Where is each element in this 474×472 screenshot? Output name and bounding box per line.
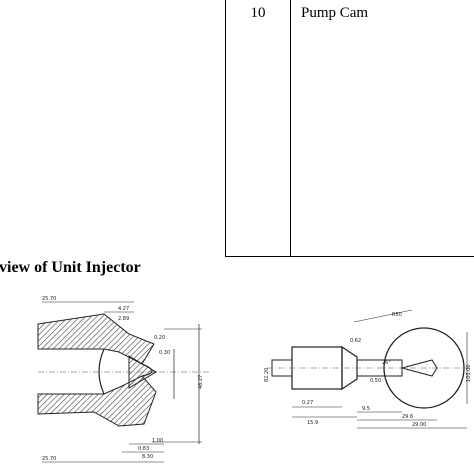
nozzle-section-drawing: 25.70 4.27 2.89 0.20 0.30 46.27 1.00 0.8…: [34, 294, 224, 469]
row-part-name: Pump Cam: [301, 5, 369, 21]
dim-w5: 29.00: [412, 422, 426, 428]
dim-note: 0.62: [350, 338, 361, 344]
column-divider: [290, 0, 291, 256]
row-number: 10: [250, 5, 266, 21]
dim-w4: 29.6: [402, 414, 413, 420]
parts-table: 10 Pump Cam: [225, 0, 474, 257]
dim-right-v: 46.27: [198, 375, 204, 389]
dim-r1: 0.20: [154, 335, 165, 341]
dim-angle: 26°: [382, 360, 391, 366]
dim-w3: 9.5: [362, 406, 370, 412]
dim-b1: 1.00: [152, 438, 163, 444]
dim-bottom-left: 25.70: [42, 456, 56, 462]
dim-mid: 0.50: [370, 378, 381, 384]
dim-top-left: 25.70: [42, 296, 56, 302]
dim-top-radius: R50: [392, 312, 402, 318]
dim-right-v: 100.00: [466, 365, 472, 383]
plunger-profile-drawing: R50 82.20 0.27 15.9 9.5 29.6 29.00 26° 0…: [262, 302, 474, 467]
section-heading: view of Unit Injector: [0, 259, 141, 276]
dim-w2: 15.9: [307, 420, 318, 426]
dim-b3: 0.83: [138, 446, 149, 452]
dim-b2: 8.30: [142, 454, 153, 460]
dim-d1: 4.27: [118, 306, 129, 312]
dim-d2: 2.89: [118, 316, 129, 322]
dim-r-small: 0.30: [159, 350, 170, 356]
dim-side-left: 82.20: [264, 368, 270, 382]
dim-w1: 0.27: [302, 400, 313, 406]
